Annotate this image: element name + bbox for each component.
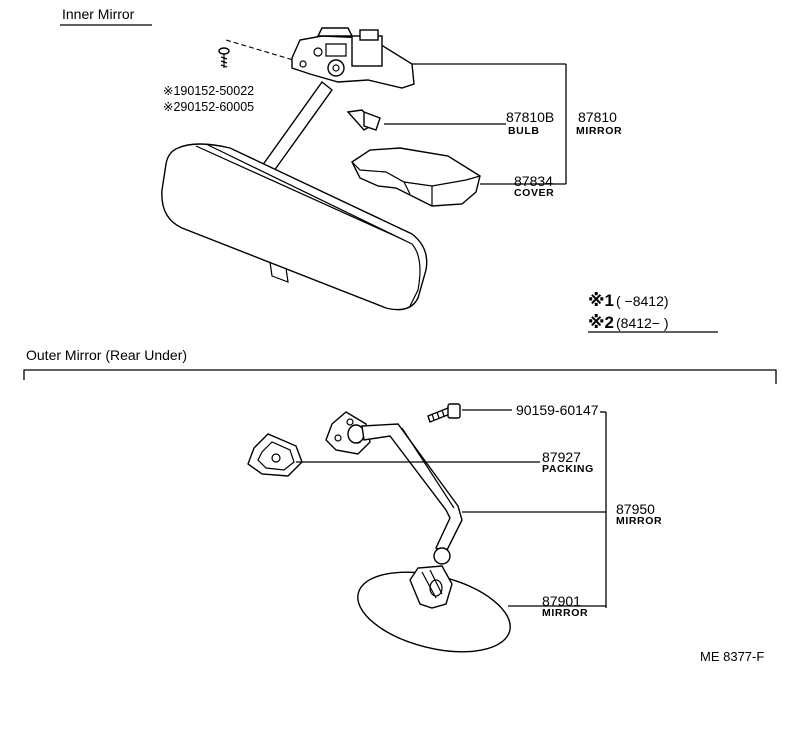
legend-text-2: (8412− ) <box>616 315 669 331</box>
outer-mirror-section-bracket <box>23 369 777 384</box>
screw-alignment-dashed-line <box>225 39 301 63</box>
inner-mirror-title: Inner Mirror <box>62 6 135 22</box>
screw-note-1: ※190152-50022 <box>163 84 254 98</box>
packing-gasket-icon <box>247 433 303 477</box>
cover-part-number: 87834 <box>514 173 553 189</box>
bolt-part-number: 90159-60147 <box>516 402 599 418</box>
cover-label: COVER <box>514 187 554 199</box>
packing-part-number: 87927 <box>542 449 581 465</box>
inner-mirror-section: Inner Mirror ※190152-50022 ※290152-60005 <box>60 6 622 311</box>
mirror-head-part-number: 87901 <box>542 593 581 609</box>
mirror-mount-bracket-icon <box>291 27 415 89</box>
outer-mirror-assembly-label: MIRROR <box>616 515 662 527</box>
screw-icon <box>218 47 230 68</box>
legend-mark-1: ※1 <box>588 291 614 310</box>
inner-mirror-label: MIRROR <box>576 125 622 137</box>
legend-text-1: ( −8412) <box>616 293 669 309</box>
serial-range-legend: ※1 ( −8412) ※2 (8412− ) <box>588 291 718 333</box>
bulb-part-number: 87810B <box>506 109 554 125</box>
inner-mirror-part-number: 87810 <box>578 109 617 125</box>
inner-mirror-body-icon <box>161 143 428 311</box>
diagram-code: ME 8377-F <box>700 649 764 664</box>
bulb-icon <box>346 109 381 131</box>
outer-mirror-arm-icon <box>325 411 463 565</box>
outer-mirror-section: Outer Mirror (Rear Under) <box>23 347 777 653</box>
legend-mark-2: ※2 <box>588 313 614 332</box>
outer-mirror-title: Outer Mirror (Rear Under) <box>26 347 187 363</box>
outer-mirror-head-icon <box>357 565 511 653</box>
bulb-label: BULB <box>508 125 540 137</box>
outer-mirror-assembly-part-number: 87950 <box>616 501 655 517</box>
lamp-cover-icon <box>351 147 481 207</box>
screw-note-2: ※290152-60005 <box>163 100 254 114</box>
mirror-head-label: MIRROR <box>542 607 588 619</box>
bolt-icon <box>427 403 461 423</box>
packing-label: PACKING <box>542 463 594 475</box>
